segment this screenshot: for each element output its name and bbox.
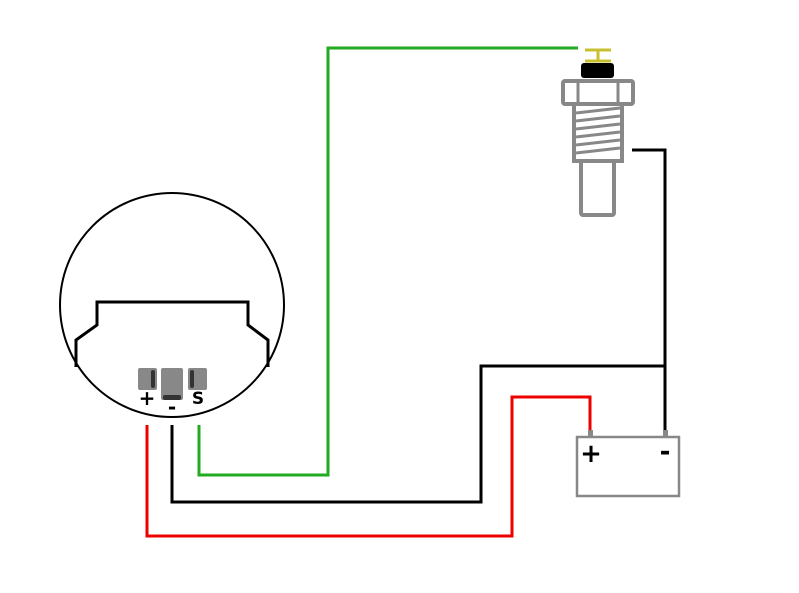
battery-negative-label: - (660, 437, 671, 467)
terminal-signal-label: S (192, 389, 204, 409)
sensor-ground-wire (632, 148, 667, 433)
terminal-ground-label: - (168, 395, 176, 419)
battery: + - (575, 430, 681, 498)
terminal-signal (188, 368, 207, 390)
terminal-positive-label: + (139, 386, 156, 410)
signal-wire (197, 46, 578, 477)
terminal-positive (138, 368, 157, 390)
ground-wire (170, 364, 665, 504)
positive-wire (145, 395, 592, 538)
terminal-ground (161, 368, 183, 400)
gauge-housing (74, 300, 270, 367)
sender-sensor (561, 48, 635, 217)
gauge: + - S (59, 192, 285, 419)
battery-positive-label: + (580, 439, 602, 469)
gauge-body (59, 192, 285, 418)
